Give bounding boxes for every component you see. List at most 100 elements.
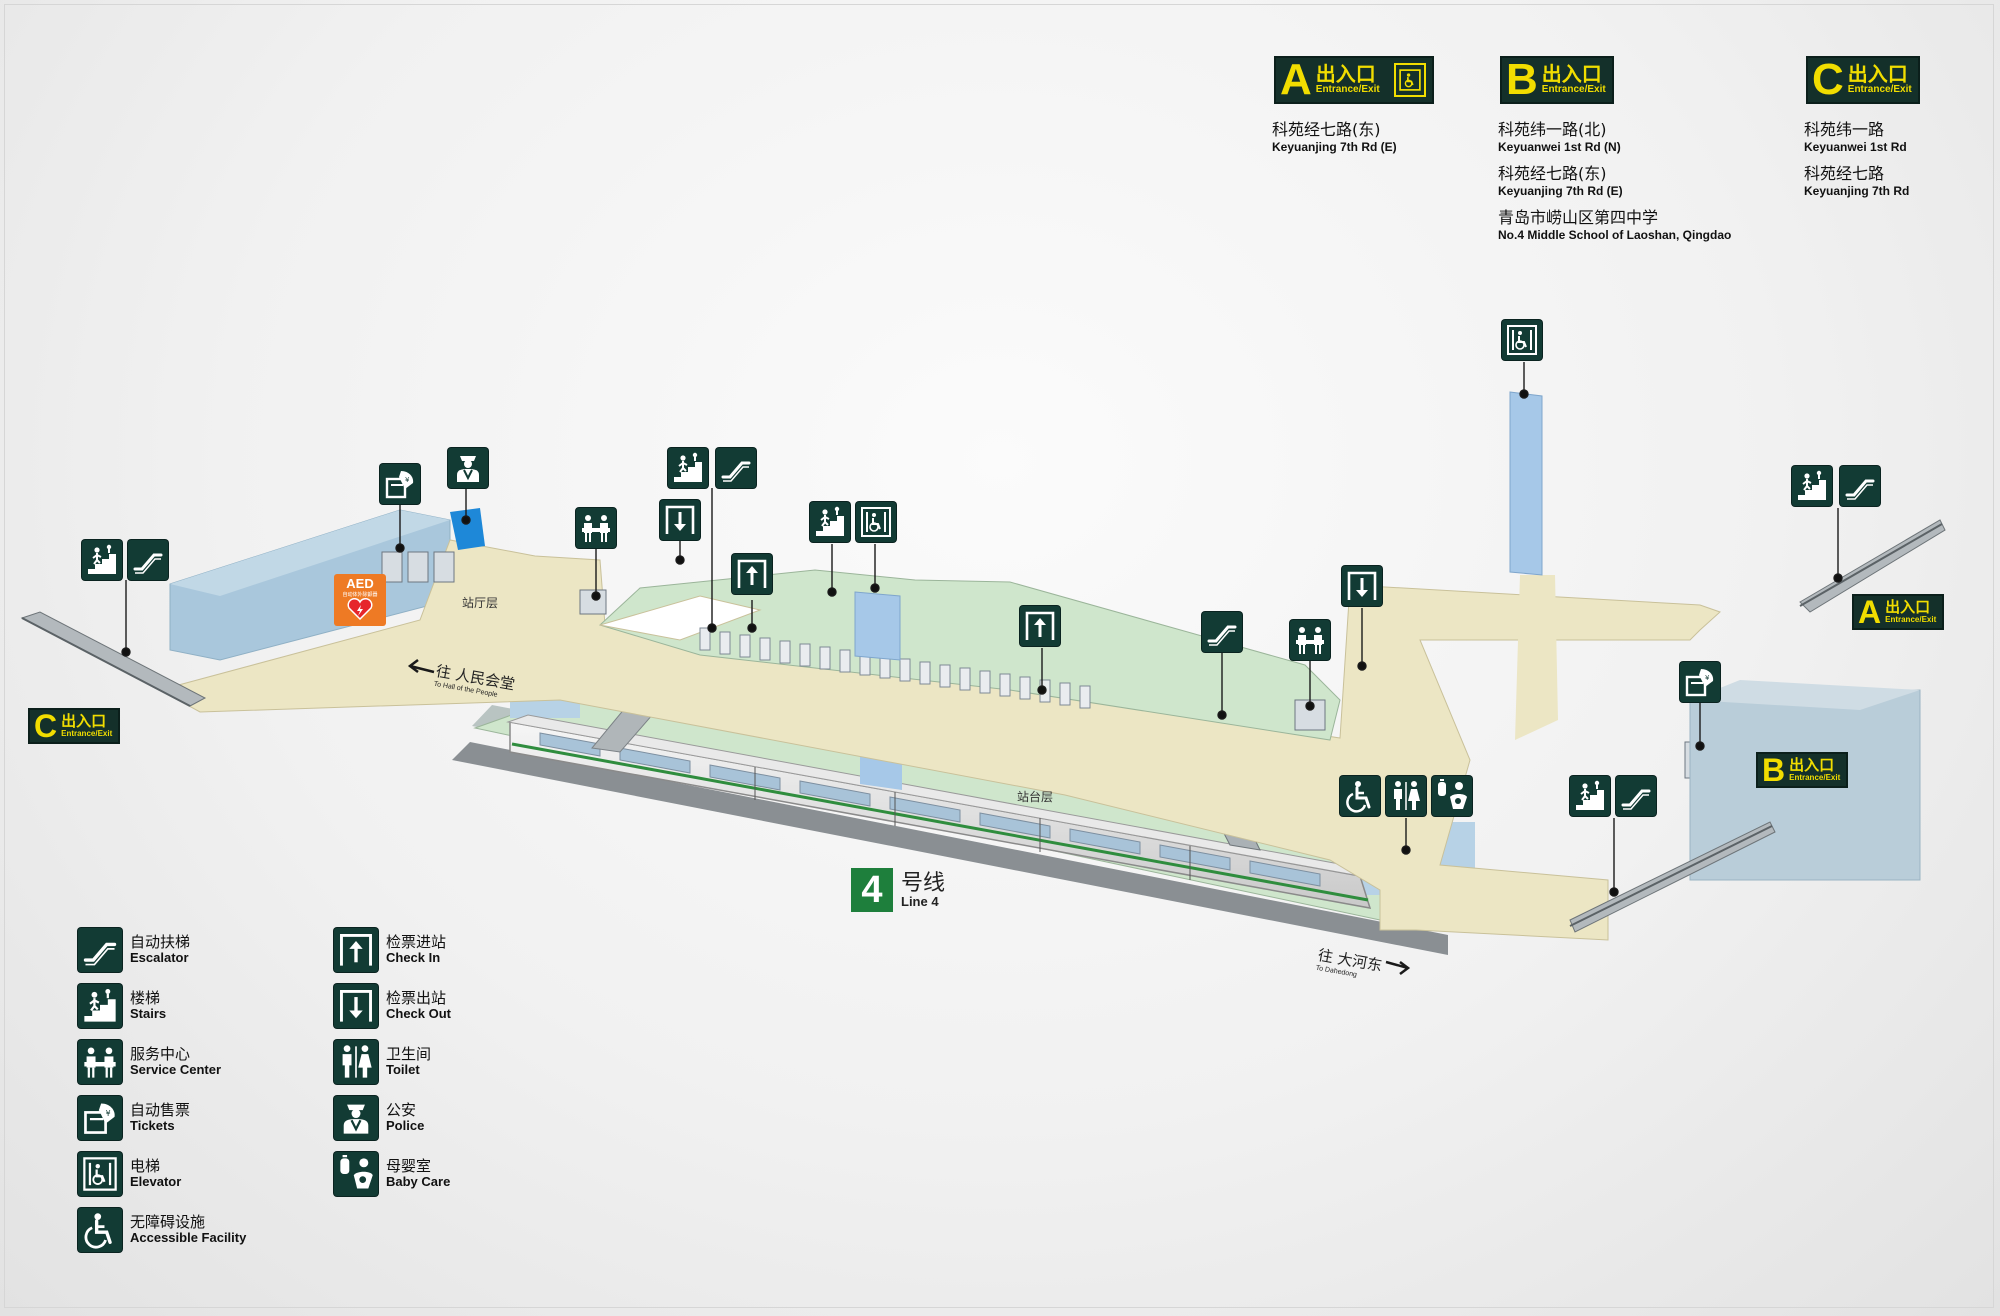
icon-leader-lines: [121, 362, 1843, 897]
stairs-icon: [810, 502, 850, 542]
legend-en: Police: [386, 1118, 425, 1134]
checkout-icon: [1342, 566, 1382, 606]
legend-cn: 母婴室: [386, 1156, 432, 1175]
blue-room: [450, 508, 485, 550]
legend-cn: 公安: [386, 1100, 417, 1119]
exit-cn: 出入口: [1541, 62, 1602, 87]
escalator-icon: [78, 928, 122, 972]
destination-en: Keyuanjing 7th Rd (E): [1272, 140, 1397, 154]
stairs-icon: [668, 448, 708, 488]
escalator-icon: [716, 448, 756, 488]
aed-sign: AED 自动体外除颤器: [334, 574, 386, 626]
exit-letter: B: [1506, 55, 1538, 104]
destination-en: Keyuanjing 7th Rd (E): [1498, 184, 1623, 198]
svg-text:¥: ¥: [1705, 674, 1710, 682]
service-icon: [78, 1040, 122, 1084]
tickets-icon: ¥: [1680, 662, 1720, 702]
destination-cn: 青岛市崂山区第四中学: [1498, 208, 1659, 227]
legend-cn: 检票出站: [386, 988, 447, 1007]
legend-cn: 电梯: [130, 1156, 161, 1175]
toilet-icon: [334, 1040, 378, 1084]
exit-b-destinations: 科苑纬一路(北)Keyuanwei 1st Rd (N)科苑经七路(东)Keyu…: [1498, 120, 1731, 252]
platform-label: 站台层: [1017, 790, 1054, 804]
legend-cn: 服务中心: [130, 1044, 191, 1063]
checkout-icon: [660, 500, 700, 540]
stairs-icon: [78, 984, 122, 1028]
destination-en: Keyuanjing 7th Rd: [1804, 184, 1910, 198]
police-icon: [448, 448, 488, 488]
legend-en: Check Out: [386, 1006, 452, 1022]
stairs-icon: [82, 540, 122, 580]
line-4-badge: 4 号线 Line 4: [851, 868, 945, 912]
destination-cn: 科苑纬一路(北): [1498, 120, 1607, 139]
legend-cn: 无障碍设施: [130, 1212, 206, 1231]
legend-cn: 检票进站: [386, 932, 447, 951]
escalator-icon: [128, 540, 168, 580]
accessible-icon: [78, 1208, 122, 1252]
map-exit-b-cn: 出入口: [1789, 755, 1835, 774]
concourse-north-arm: [1515, 575, 1558, 740]
map-exit-c-letter: C: [34, 708, 58, 744]
destination-cn: 科苑经七路(东): [1272, 120, 1381, 139]
line-cn: 号线: [901, 870, 946, 896]
legend-cn: 自动售票: [130, 1100, 191, 1119]
arrow-west: [409, 664, 435, 674]
stairs-icon: [1570, 776, 1610, 816]
map-exit-a-en: Entrance/Exit: [1885, 614, 1937, 624]
legend-cn: 自动扶梯: [130, 932, 191, 951]
exit-en: Entrance/Exit: [1541, 84, 1606, 96]
legend-en: Service Center: [130, 1062, 222, 1078]
destination-cn: 科苑经七路: [1804, 164, 1885, 183]
exit-b-block-top: [1690, 680, 1920, 710]
map-exit-b-letter: B: [1762, 752, 1786, 788]
concourse-level: [158, 539, 1721, 941]
train: [506, 714, 1374, 909]
checkout-icon: [334, 984, 378, 1028]
service-icon: [576, 508, 616, 548]
exit-a-escalator: [1799, 519, 1946, 613]
svg-text:¥: ¥: [405, 476, 410, 484]
legend-en: Check In: [386, 950, 441, 966]
babycare-icon: [1432, 776, 1472, 816]
destination-en: No.4 Middle School of Laoshan, Qingdao: [1498, 228, 1732, 242]
exit-cn: 出入口: [1847, 62, 1908, 87]
map-exit-a-cn: 出入口: [1885, 597, 1931, 616]
tickets-icon: ¥: [78, 1096, 122, 1140]
legend-en: Accessible Facility: [130, 1230, 247, 1246]
exit-cn: 出入口: [1315, 62, 1376, 87]
concourse-label: 站厅层: [462, 596, 499, 610]
exit-b-escalator: [1569, 821, 1776, 933]
heart-icon: [347, 598, 373, 621]
checkin-icon: [334, 928, 378, 972]
service-icon: [1290, 620, 1330, 660]
svg-text:¥: ¥: [106, 1109, 111, 1118]
legend-en: Elevator: [130, 1174, 182, 1190]
accessible-icon: [1340, 776, 1380, 816]
west-wing-top: [170, 510, 450, 596]
babycare-icon: [334, 1152, 378, 1196]
exit-en: Entrance/Exit: [1315, 84, 1380, 96]
exit-a-destinations: 科苑经七路(东)Keyuanjing 7th Rd (E): [1272, 120, 1397, 164]
elevator-icon: [1393, 63, 1426, 97]
track-bed: [452, 742, 1448, 955]
escalator-icon: [1840, 466, 1880, 506]
destination-en: Keyuanwei 1st Rd (N): [1498, 140, 1621, 154]
map-exit-b-en: Entrance/Exit: [1789, 772, 1841, 782]
line-en: Line 4: [901, 893, 939, 909]
paid-area-opening: [599, 595, 762, 641]
checkin-icon: [1020, 606, 1060, 646]
